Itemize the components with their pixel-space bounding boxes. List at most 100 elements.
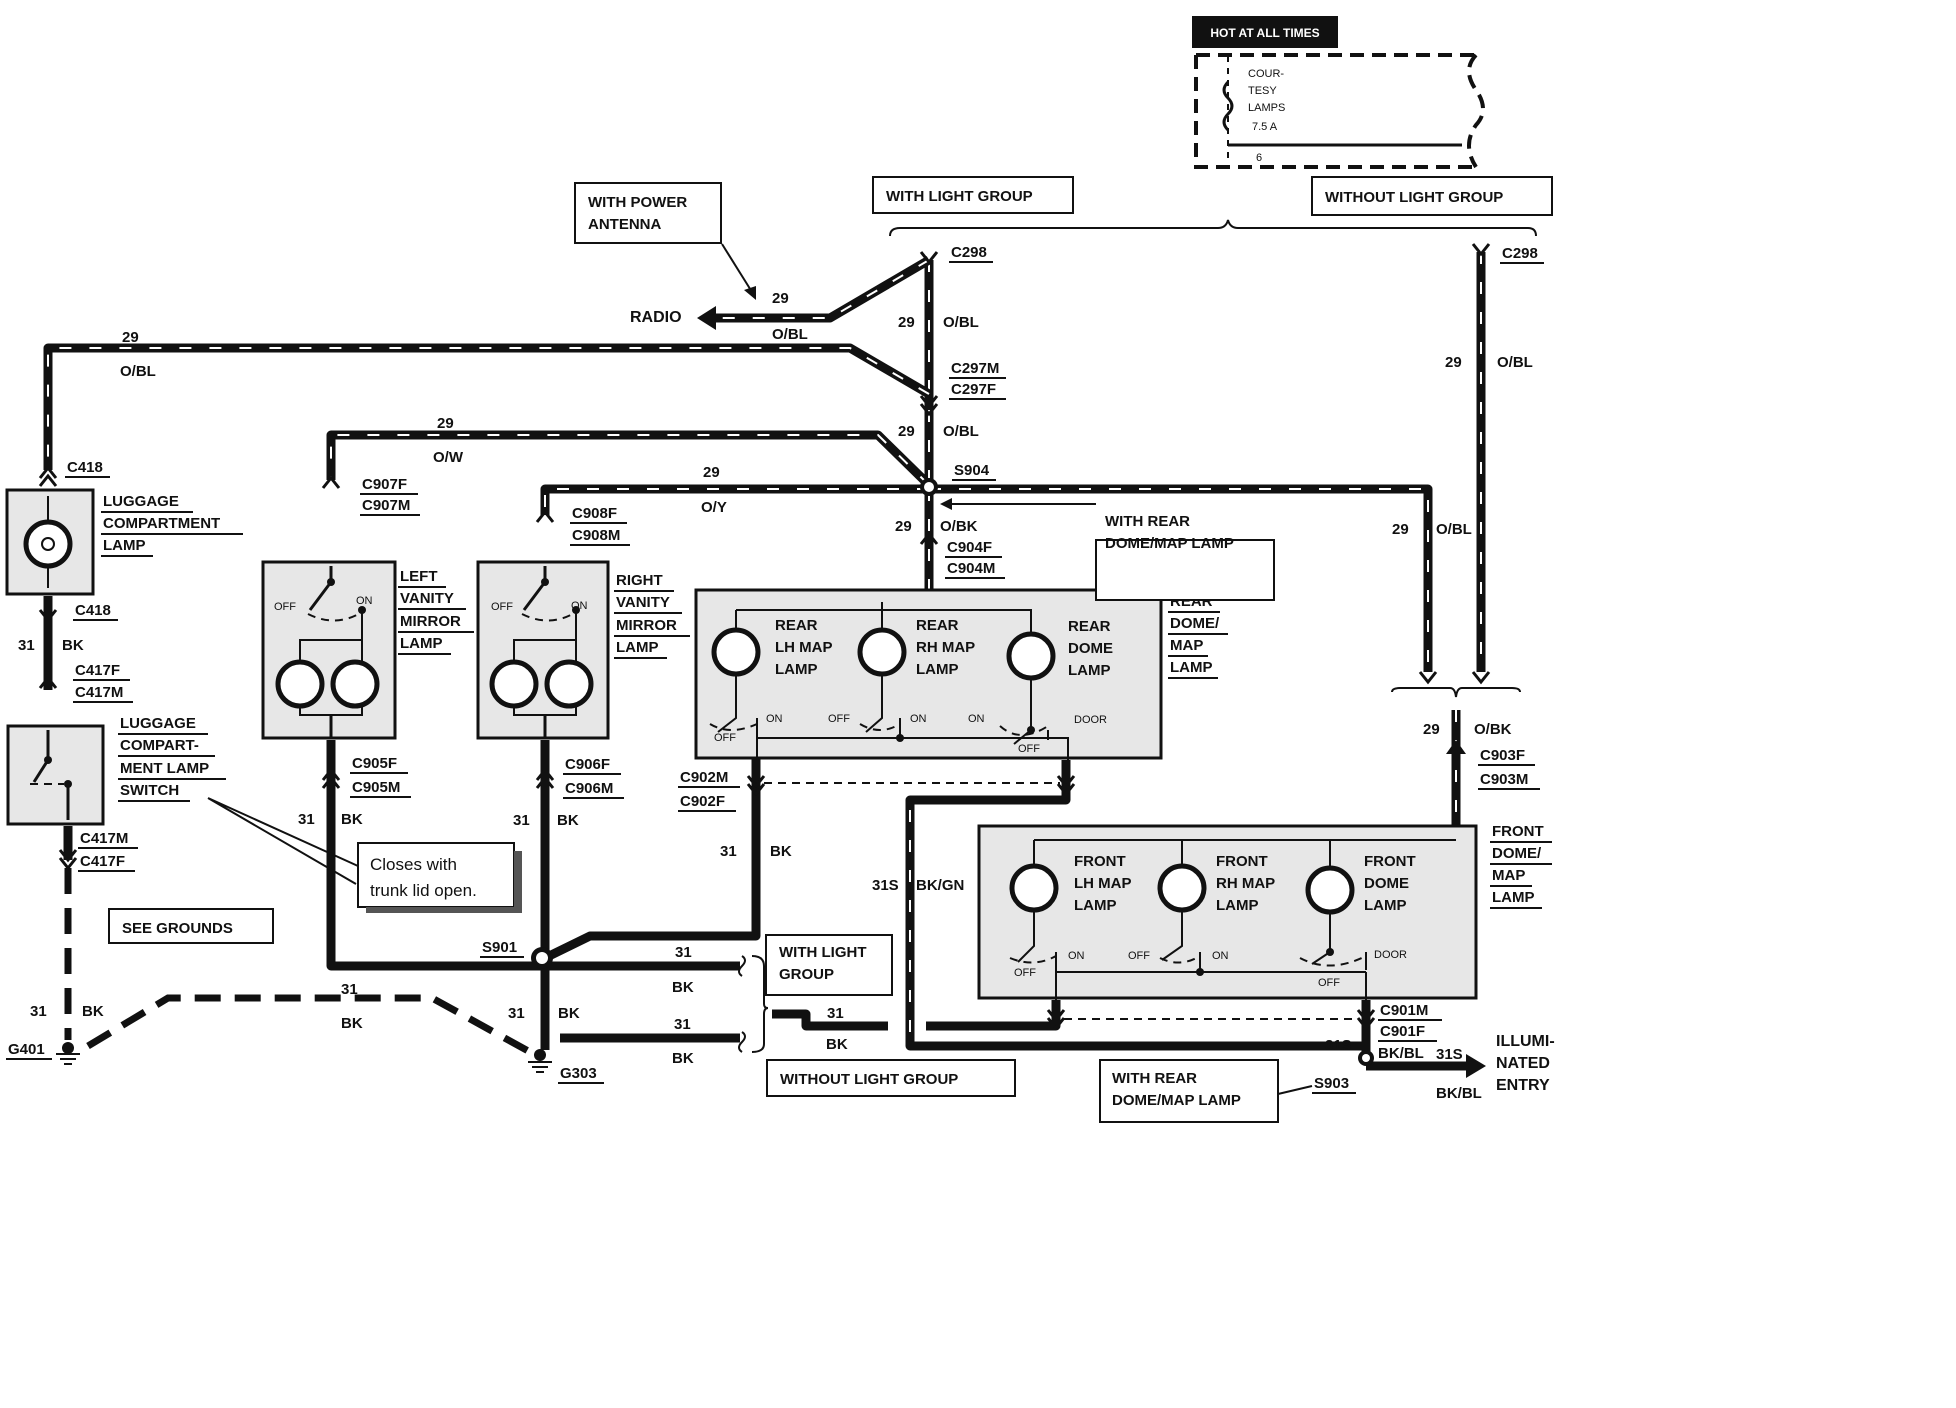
circ-31s-s903: 31S	[1325, 1037, 1352, 1054]
circ-bk-left-vanity: BK	[341, 811, 363, 828]
see-grounds-box	[108, 908, 274, 944]
rear-dome-door: DOOR	[1074, 714, 1107, 726]
luggage-lamp-switch-box	[6, 724, 105, 826]
luggage-switch-label-4: SWITCH	[120, 782, 179, 799]
c298-lower-chevrons	[1418, 671, 1491, 685]
with-light-group-lower-line2: GROUP	[779, 966, 834, 983]
c901-left-chevron	[1046, 1009, 1066, 1031]
with-light-group-lower-line1: WITH LIGHT	[779, 944, 866, 961]
rear-assembly-switch-leads	[717, 676, 1049, 745]
front-lh-label-1: FRONT	[1074, 853, 1126, 870]
c901-right-chevron	[1356, 1009, 1376, 1031]
front-dome-label-2: DOME	[1364, 875, 1409, 892]
circ-31-ground-run: 31	[341, 981, 358, 998]
c901m-label: C901M	[1380, 1002, 1428, 1019]
with-rear-dome-map-lower-line1: WITH REAR	[1112, 1070, 1197, 1087]
with-rear-dome-map-upper-line2: DOME/MAP LAMP	[1105, 535, 1234, 552]
front-lh-on: ON	[1068, 950, 1085, 962]
front-dome-off: OFF	[1318, 977, 1340, 989]
c417f-top-label: C417F	[75, 662, 120, 679]
left-vanity-mirror-box	[261, 560, 397, 740]
rear-assembly-label-3: MAP	[1170, 637, 1203, 654]
c298-right-label: C298	[1502, 245, 1538, 262]
wire-29-ow-to-c907	[326, 430, 933, 489]
front-feed-brace	[1391, 687, 1521, 698]
c298-right-chevron	[1471, 243, 1491, 257]
left-vanity-switch-blade	[308, 581, 333, 611]
c417f-bottom-label: C417F	[80, 853, 125, 870]
rear-lh-on: ON	[766, 713, 783, 725]
rear-rh-off: OFF	[828, 713, 850, 725]
circ-ow: O/W	[433, 449, 464, 466]
circ-bkbl-entry: BK/BL	[1436, 1085, 1482, 1102]
c902m-label: C902M	[680, 769, 728, 786]
fuse-label-line3: LAMPS	[1248, 102, 1285, 114]
wire-31-bk-left-vanity-ground	[326, 740, 740, 971]
fuse-label-line1: COUR-	[1248, 68, 1284, 80]
circ-bk-ground-run: BK	[341, 1015, 363, 1032]
s904-label: S904	[954, 462, 990, 479]
c903-connector	[1446, 740, 1466, 754]
circ-bk-c902: BK	[770, 843, 792, 860]
front-dome-label-3: LAMP	[1364, 897, 1407, 914]
c418-c417-chevrons	[38, 609, 58, 689]
with-light-group-lower-box	[765, 934, 893, 996]
fuse-panel-break	[1467, 53, 1485, 169]
rear-rh-on: ON	[910, 713, 927, 725]
circ-31-c902: 31	[720, 843, 737, 860]
rear-dome-map-lamp-assembly	[694, 588, 1163, 760]
circ-bk-right-vanity: BK	[557, 812, 579, 829]
front-rh-label-1: FRONT	[1216, 853, 1268, 870]
left-vanity-pivot	[327, 578, 335, 586]
front-assembly-switch-leads	[1017, 912, 1367, 972]
c417m-top-label: C417M	[75, 684, 123, 701]
circ-29-without: 29	[1445, 354, 1462, 371]
c905m-label: C905M	[352, 779, 400, 796]
front-assembly-feed-bus	[1033, 839, 1456, 866]
circ-obl-luggage: O/BL	[120, 363, 156, 380]
wire-29-obl-to-c418	[43, 343, 932, 470]
right-vanity-label-4: LAMP	[616, 639, 659, 656]
with-light-group-top-label: WITH LIGHT GROUP	[886, 188, 1033, 205]
left-vanity-label-1: LEFT	[400, 568, 438, 585]
with-light-group-top-box	[872, 176, 1074, 214]
rear-assembly-switch-arcs	[709, 723, 1049, 736]
front-assembly-label-4: LAMP	[1492, 889, 1535, 906]
circ-obk-front: O/BK	[1474, 721, 1512, 738]
illuminated-entry-line1: ILLUMI-	[1496, 1033, 1555, 1050]
s903-pointer	[1277, 1085, 1313, 1095]
circ-29-front: 29	[1423, 721, 1440, 738]
fuse-rating: 7.5 A	[1252, 121, 1278, 133]
right-vanity-on: ON	[571, 600, 588, 612]
fuse-panel: HOT AT ALL TIMES COUR- TESY LAMPS 7.5 A …	[1192, 16, 1485, 169]
luggage-switch-label-3: MENT LAMP	[120, 760, 209, 777]
front-lh-map-bulb-icon	[1009, 863, 1059, 913]
trunk-note-line1: Closes with	[370, 855, 457, 874]
c908m-label: C908M	[572, 527, 620, 544]
luggage-lamp-filament	[41, 537, 55, 551]
without-light-group-lower-box	[766, 1059, 1016, 1097]
left-vanity-switch-arc	[307, 611, 363, 622]
right-vanity-label-1: RIGHT	[616, 572, 663, 589]
circ-obl-without: O/BL	[1497, 354, 1533, 371]
right-vanity-label-2: VANITY	[616, 594, 670, 611]
circuit-labels: 29 O/BL 29 O/BL 29 O/BL 29 O/BL 29 O/W 2…	[18, 290, 1533, 1102]
front-assembly-label-1: FRONT	[1492, 823, 1544, 840]
c418-top-label: C418	[67, 459, 103, 476]
left-vanity-label-2: VANITY	[400, 590, 454, 607]
c907-chevron	[321, 475, 341, 489]
c906m-label: C906M	[565, 780, 613, 797]
rear-assembly-label-4: LAMP	[1170, 659, 1213, 676]
fuse-panel-boundary	[1194, 53, 1476, 169]
circ-31-right-vanity: 31	[513, 812, 530, 829]
courtesy-lamps-wiring-diagram: HOT AT ALL TIMES COUR- TESY LAMPS 7.5 A …	[5, 16, 1555, 1123]
rear-lh-label-1: REAR	[775, 617, 818, 634]
circ-bk-stub: BK	[826, 1036, 848, 1053]
front-dome-door: DOOR	[1374, 949, 1407, 961]
splice-ground-labels: S904 S901 S903 G401 G303	[6, 462, 1356, 1094]
wire-29-luggage-stripe	[47, 347, 930, 470]
rear-lh-map-bulb-icon	[711, 627, 761, 677]
rear-dome-bulb-icon	[1006, 631, 1056, 681]
rear-switch-node	[896, 734, 904, 742]
c418-top-chevron	[38, 465, 58, 487]
